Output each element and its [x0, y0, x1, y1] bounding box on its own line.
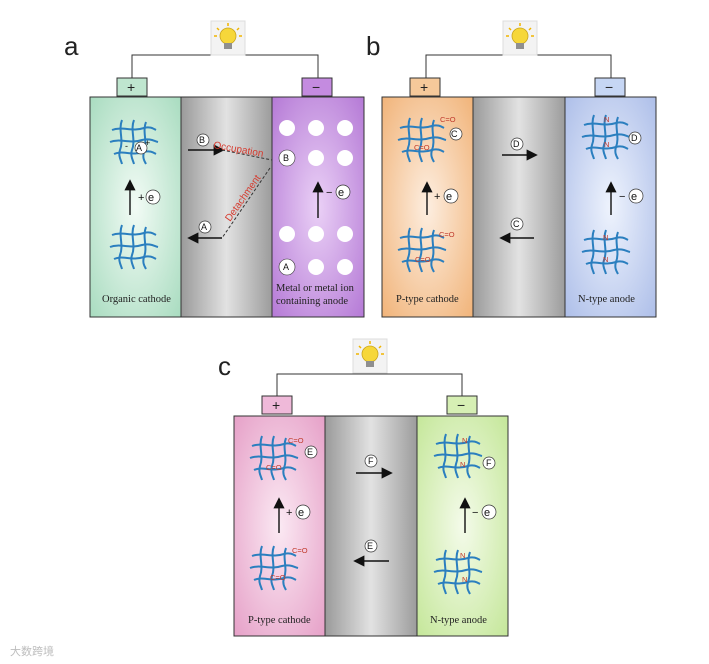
ion-c: C: [513, 219, 520, 229]
electron-a: e: [148, 192, 154, 204]
light-bulb-icon: [210, 20, 246, 56]
svg-text:C=O: C=O: [266, 463, 282, 472]
svg-text:+: +: [145, 138, 150, 148]
cathode-ion-e: E: [307, 447, 313, 457]
organic-cathode-caption: Organic cathode: [102, 294, 171, 305]
panel-b-plus: +: [420, 79, 428, 95]
svg-text:N: N: [603, 233, 608, 242]
anode-caption-line2: containing anode: [276, 296, 348, 307]
separator-b: [472, 96, 566, 318]
svg-text:C=O: C=O: [439, 230, 455, 239]
panel-a-negative-terminal: [301, 77, 333, 97]
panel-a: a + − A + - + e Organic cathode B A Occu…: [64, 20, 365, 318]
panel-c: c + − C=O C=O C=O C=O E + e P-type catho…: [218, 338, 509, 637]
separator-c: [324, 415, 418, 637]
svg-text:N: N: [462, 436, 467, 445]
minus-e-sign: −: [326, 187, 332, 199]
svg-text:C=O: C=O: [270, 573, 286, 582]
panel-a-plus: +: [127, 79, 135, 95]
panel-c-plus: +: [272, 397, 280, 413]
panel-b-minus: −: [605, 79, 613, 95]
co-group: C=O: [440, 115, 456, 124]
panel-a-label: a: [64, 31, 79, 61]
organic-cathode: [89, 96, 182, 318]
svg-text:N: N: [604, 115, 609, 124]
electron-a-anode: e: [338, 187, 344, 199]
svg-text:C=O: C=O: [414, 143, 430, 152]
light-bulb-icon: [352, 338, 388, 374]
ion-f: F: [368, 456, 374, 466]
cathode-ion-a: A: [136, 143, 142, 153]
n-type-anode-c: [416, 415, 509, 637]
svg-text:e: e: [484, 507, 490, 519]
ion-e: E: [367, 541, 373, 551]
p-type-cathode-caption: P-type cathode: [396, 294, 459, 305]
panel-c-positive-terminal: [261, 395, 293, 415]
anode-ion-f: F: [486, 458, 492, 468]
cathode-ion-c: C: [451, 129, 458, 139]
n-type-anode-caption: N-type anode: [578, 294, 635, 305]
panel-a-wire: [131, 54, 319, 78]
svg-text:+: +: [286, 507, 292, 519]
panel-b-negative-terminal: [594, 77, 626, 97]
ion-a: A: [201, 222, 207, 232]
svg-text:C=O: C=O: [288, 436, 304, 445]
plus-e-sign: +: [138, 192, 144, 204]
svg-text:e: e: [631, 191, 637, 203]
svg-text:N: N: [460, 460, 465, 469]
svg-text:−: −: [472, 507, 478, 519]
light-bulb-icon: [502, 20, 538, 56]
ion-d: D: [513, 139, 520, 149]
svg-text:C=O: C=O: [292, 546, 308, 555]
svg-text:e: e: [298, 507, 304, 519]
svg-text:-: -: [125, 141, 128, 151]
anode-ion-b: B: [283, 153, 289, 163]
anode-circle-grid: [278, 120, 353, 276]
watermark: 大数跨境: [10, 644, 54, 658]
anode-ion-a: A: [283, 262, 289, 272]
separator-a: [180, 96, 273, 318]
svg-text:C=O: C=O: [415, 255, 431, 264]
panel-b-positive-terminal: [409, 77, 441, 97]
panel-c-negative-terminal: [446, 395, 478, 415]
svg-text:−: −: [619, 191, 625, 203]
svg-text:N: N: [603, 255, 608, 264]
panel-c-label: c: [218, 351, 231, 381]
svg-text:e: e: [446, 191, 452, 203]
panel-a-positive-terminal: [116, 77, 148, 97]
svg-text:+: +: [434, 191, 440, 203]
panel-c-minus: −: [457, 397, 465, 413]
panel-b: b + − C=O C=O C=O C=O C + e P-type catho…: [366, 20, 657, 318]
svg-text:N: N: [460, 551, 465, 560]
ion-b: B: [199, 135, 205, 145]
panel-b-label: b: [366, 31, 380, 61]
svg-text:N: N: [604, 140, 609, 149]
anode-ion-d: D: [631, 133, 638, 143]
p-type-cathode-caption-c: P-type cathode: [248, 615, 311, 626]
svg-text:N: N: [462, 575, 467, 584]
panel-a-minus: −: [312, 79, 320, 95]
n-type-anode-caption-c: N-type anode: [430, 615, 487, 626]
anode-caption-line1: Metal or metal ion: [276, 283, 355, 294]
